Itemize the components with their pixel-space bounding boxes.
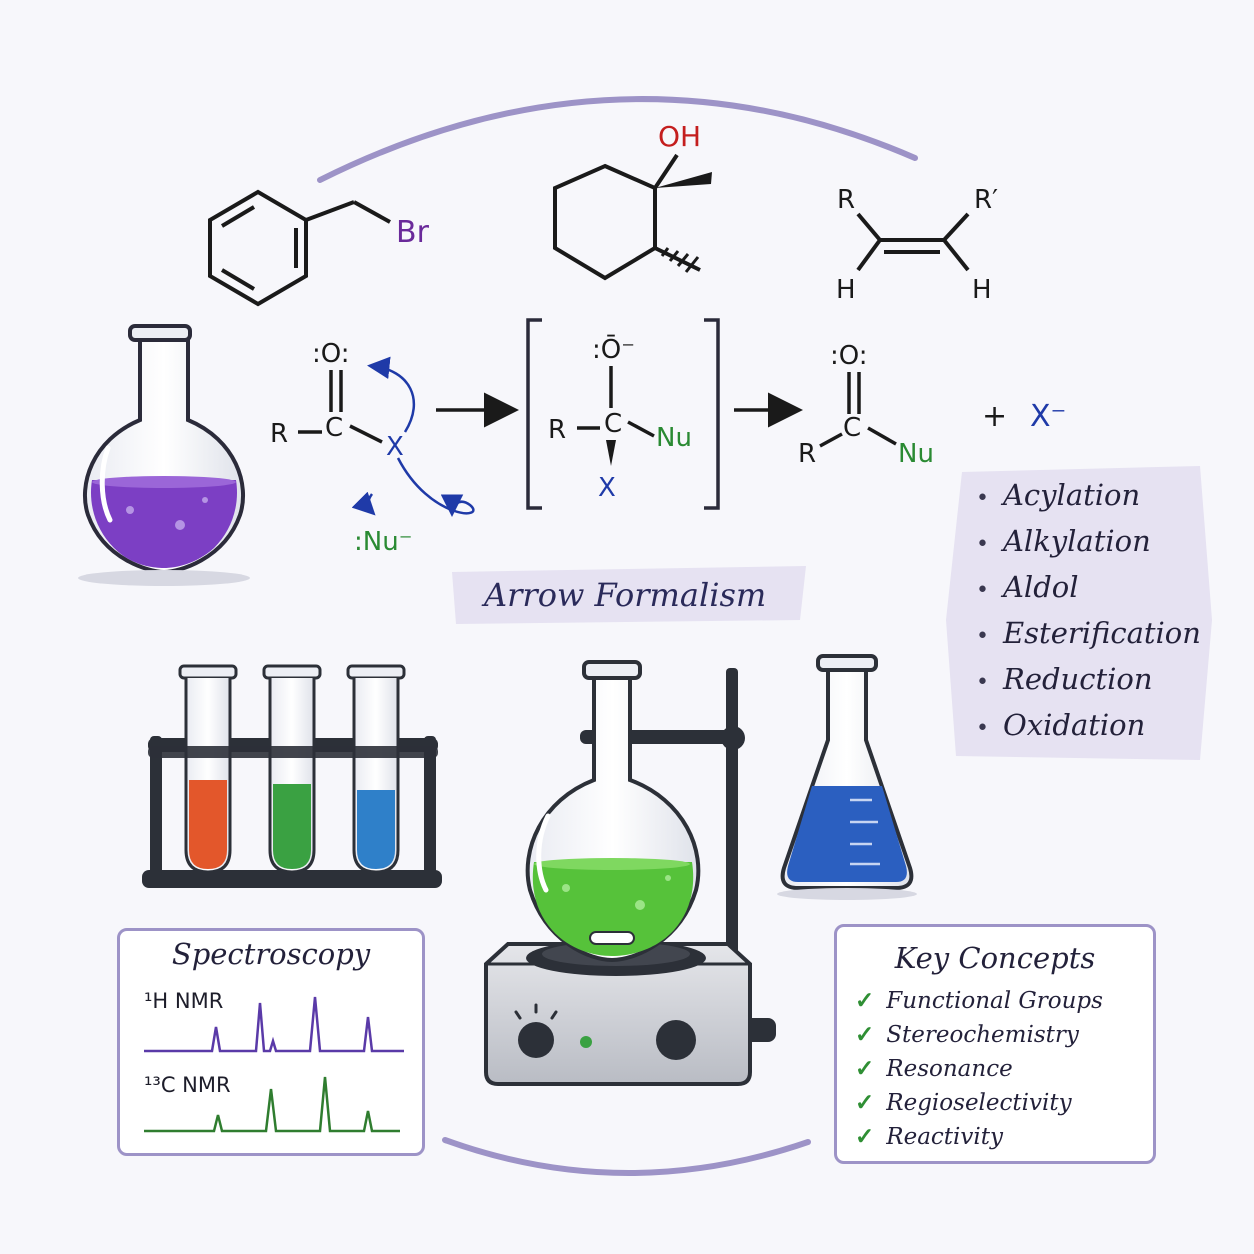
concept-label: Resonance: [886, 1056, 1013, 1082]
reactant-oxygen: :O:: [312, 339, 350, 369]
checkmark-icon: ✓: [855, 1055, 875, 1082]
concept-item: ✓ Resonance: [855, 1055, 1103, 1089]
h-nmr-trace: [144, 996, 404, 1053]
concept-item: ✓ Regioselectivity: [855, 1089, 1103, 1123]
c-nmr-label: ¹³C NMR: [144, 1073, 231, 1097]
intermediate-carbon: C: [604, 409, 622, 439]
benzyl-bromide-structure: [208, 189, 391, 307]
concept-label: Reactivity: [886, 1124, 1003, 1150]
checkmark-icon: ✓: [855, 1123, 875, 1150]
key-concepts-title: Key Concepts: [894, 941, 1096, 975]
concept-item: ✓ Reactivity: [855, 1123, 1103, 1157]
product-r: R: [798, 439, 816, 469]
product-nu: Nu: [898, 439, 934, 469]
intermediate-nu: Nu: [656, 423, 692, 453]
orange-test-tube: [178, 664, 238, 874]
reaction-type-item: Oxidation: [976, 708, 1201, 754]
c-nmr-trace: [144, 1076, 400, 1133]
concept-item: ✓ Stereochemistry: [855, 1021, 1103, 1055]
test-tube-rack: [142, 664, 442, 888]
alkene-r-prime-label: R′: [974, 185, 998, 215]
nmr-spectra: [144, 996, 404, 1133]
alkene-h-left-label: H: [836, 275, 856, 305]
reactant-structure: [298, 370, 383, 444]
concept-label: Functional Groups: [886, 988, 1103, 1014]
intermediate-brackets: [526, 318, 720, 510]
reaction-type-item: Aldol: [976, 570, 1201, 616]
checkmark-icon: ✓: [855, 987, 875, 1014]
speed-knob: [656, 1020, 696, 1060]
alkene-h-right-label: H: [972, 275, 992, 305]
alkene-structure: [856, 212, 970, 272]
bromine-label: Br: [396, 215, 430, 250]
temperature-knob: [518, 1022, 554, 1058]
intermediate-wedge: [606, 440, 616, 466]
hash-bond: [660, 247, 700, 273]
arrow-formalism-label: Arrow Formalism: [481, 576, 766, 614]
hot-plate-setup: [484, 660, 776, 1086]
key-concepts-list: ✓ Functional Groups ✓ Stereochemistry ✓ Res…: [855, 987, 1103, 1157]
green-test-tube: [262, 664, 322, 874]
concept-label: Stereochemistry: [886, 1022, 1079, 1048]
reaction-type-item: Esterification: [976, 616, 1201, 662]
intermediate-oxygen: :Ō⁻: [592, 334, 635, 365]
concept-item: ✓ Functional Groups: [855, 987, 1103, 1021]
bottom-arc: [442, 1137, 811, 1176]
concept-label: Regioselectivity: [886, 1090, 1072, 1116]
alkene-r-label: R: [837, 185, 855, 215]
reactant-r: R: [270, 419, 288, 449]
indicator-light: [580, 1036, 592, 1048]
curved-arrow-nucleophile: [396, 457, 475, 517]
leaving-group-anion: X⁻: [1030, 399, 1066, 434]
leaving-group-x: X: [386, 432, 404, 462]
cyclohexanol-structure: [553, 153, 701, 281]
reactant-carbon: C: [325, 413, 343, 443]
erlenmeyer-flask: [777, 654, 917, 900]
reaction-type-item: Reduction: [976, 662, 1201, 708]
product-structure: [819, 372, 897, 448]
product-oxygen: :O:: [830, 341, 868, 371]
hydroxyl-label: OH: [658, 120, 701, 153]
reaction-type-item: Acylation: [976, 478, 1201, 524]
product-carbon: C: [843, 413, 861, 443]
h-nmr-label: ¹H NMR: [144, 989, 224, 1013]
key-concepts-panel: Key Concepts ✓ Functional Groups ✓ Stereoc…: [834, 924, 1156, 1164]
top-arc: [317, 96, 918, 183]
wedge-bond: [655, 172, 712, 188]
curved-arrow-small: [351, 491, 376, 516]
stir-bar: [589, 931, 635, 945]
intermediate-x: X: [598, 473, 616, 503]
nucleophile: :Nu⁻: [354, 527, 412, 557]
intermediate-r: R: [548, 415, 566, 445]
plus-sign: +: [982, 399, 1007, 434]
reaction-type-item: Alkylation: [976, 524, 1201, 570]
spectroscopy-panel: Spectroscopy ¹H NMR ¹³C NMR: [117, 928, 425, 1156]
intermediate-structure: [577, 366, 655, 438]
curved-arrow-carbonyl: [367, 356, 416, 433]
spectroscopy-title: Spectroscopy: [171, 937, 371, 971]
blue-test-tube: [346, 664, 406, 874]
arrow-formalism-highlight: [452, 566, 806, 624]
checkmark-icon: ✓: [855, 1089, 875, 1116]
checkmark-icon: ✓: [855, 1021, 875, 1048]
reaction-type-list: Acylation Alkylation Aldol Esterificatio…: [976, 478, 1201, 754]
purple-flask: [78, 324, 250, 586]
